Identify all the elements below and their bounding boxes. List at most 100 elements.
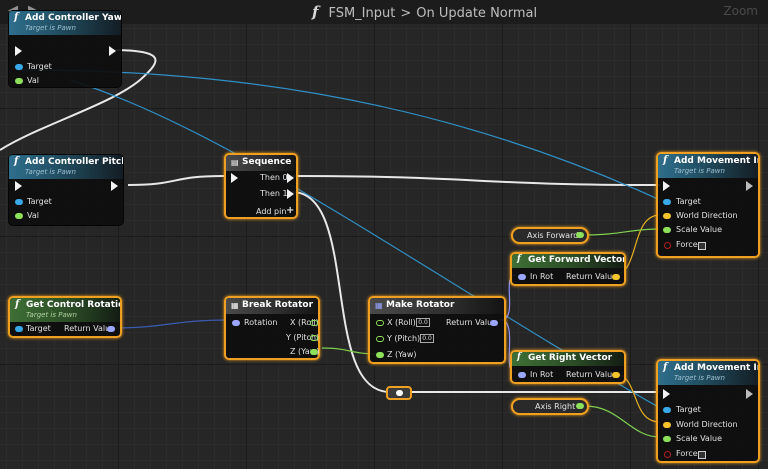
node-header[interactable]: f Get Control Rotation Target is Pawn: [10, 298, 120, 322]
node-get-forward-vector[interactable]: f Get Forward Vector In Rot Return Value: [510, 252, 626, 286]
variable-axis-right[interactable]: Axis Right: [511, 398, 589, 415]
axis-forward-pin[interactable]: [576, 232, 584, 238]
node-add-controller-yaw-input[interactable]: f Add Controller Yaw Input Target is Paw…: [8, 10, 122, 88]
add-pin-icon[interactable]: +: [286, 205, 295, 216]
exec-in-pin[interactable]: [15, 46, 22, 56]
exec-out-pin[interactable]: [746, 389, 753, 399]
node-header[interactable]: f Add Movement Input Target is Pawn: [658, 154, 758, 178]
float-wire: [584, 228, 661, 236]
exec-out-pin[interactable]: [746, 181, 753, 191]
exec-out-pin[interactable]: [111, 181, 118, 191]
target-pin[interactable]: [15, 326, 23, 332]
node-title: Get Right Vector: [528, 353, 613, 363]
exec-out-pin[interactable]: [109, 46, 116, 56]
reroute-pin[interactable]: [396, 390, 403, 396]
node-header[interactable]: f Add Controller Pitch Input Target is P…: [9, 155, 123, 179]
world-direction-pin[interactable]: [663, 213, 671, 219]
zoom-label: Zoom: [723, 4, 758, 18]
pin-label: Return Value: [566, 272, 618, 281]
return-value-pin[interactable]: [107, 326, 115, 332]
add-pin-label[interactable]: Add pin: [256, 207, 287, 216]
then-1-pin[interactable]: [287, 189, 294, 199]
axis-right-pin[interactable]: [576, 403, 584, 409]
in-rot-pin[interactable]: [518, 274, 526, 280]
rotation-pin[interactable]: [232, 320, 240, 326]
node-header[interactable]: f Get Forward Vector: [512, 254, 624, 268]
pin-label: Scale Value: [676, 225, 723, 234]
y-pitch-value[interactable]: 0.0: [420, 334, 434, 343]
node-subtitle: Target is Pawn: [674, 167, 725, 175]
pin-label: In Rot: [530, 272, 554, 281]
target-pin[interactable]: [663, 199, 671, 205]
pin-label: X (Roll): [387, 318, 416, 327]
force-checkbox[interactable]: [698, 242, 706, 250]
node-sequence[interactable]: ▤ Sequence Then 0 Then 1 Add pin +: [224, 153, 298, 219]
sequence-icon: ▤: [231, 157, 239, 167]
val-pin[interactable]: [15, 78, 23, 84]
node-header[interactable]: ▦ Make Rotator: [370, 298, 504, 314]
exec-wire: [291, 175, 661, 186]
function-icon: f: [14, 12, 19, 23]
node-subtitle: Target is Pawn: [25, 168, 76, 176]
scale-value-pin[interactable]: [663, 227, 671, 233]
exec-in-pin[interactable]: [15, 181, 22, 191]
node-title: Add Movement Input: [674, 363, 758, 373]
node-title: Sequence: [242, 157, 292, 167]
exec-in-pin[interactable]: [663, 181, 670, 191]
node-break-rotator[interactable]: ▦ Break Rotator Rotation X (Roll) Y (Pit…: [224, 296, 320, 360]
function-icon: f: [15, 299, 20, 310]
force-pin[interactable]: [664, 451, 671, 458]
world-direction-pin[interactable]: [663, 422, 671, 428]
pin-label: Scale Value: [676, 434, 723, 443]
return-value-pin[interactable]: [612, 372, 620, 378]
exec-in-pin[interactable]: [231, 173, 238, 183]
node-header[interactable]: f Get Right Vector: [512, 352, 624, 366]
return-value-pin[interactable]: [612, 274, 620, 280]
event-name[interactable]: On Update Normal: [416, 6, 538, 21]
x-roll-pin[interactable]: [376, 320, 384, 326]
graph-name[interactable]: FSM_Input: [328, 6, 396, 21]
pin-label: Target: [676, 197, 701, 206]
breadcrumb-separator: >: [400, 6, 412, 21]
function-icon: f: [14, 156, 19, 167]
node-get-right-vector[interactable]: f Get Right Vector In Rot Return Value: [510, 350, 626, 384]
node-subtitle: Target is Pawn: [26, 311, 77, 319]
node-header[interactable]: f Add Controller Yaw Input Target is Paw…: [9, 11, 121, 35]
node-header[interactable]: f Add Movement Input Target is Pawn: [658, 361, 758, 385]
node-make-rotator[interactable]: ▦ Make Rotator X (Roll) 0.0 Return Value…: [368, 296, 506, 364]
in-rot-pin[interactable]: [518, 372, 526, 378]
scale-value-pin[interactable]: [663, 436, 671, 442]
pin-label: Return Value: [64, 324, 116, 333]
then-0-pin[interactable]: [287, 173, 294, 183]
function-icon: f: [663, 362, 668, 373]
target-wire: [69, 79, 661, 409]
target-pin[interactable]: [15, 64, 23, 70]
variable-axis-forward[interactable]: Axis Forward: [511, 227, 589, 244]
z-yaw-pin[interactable]: [310, 349, 318, 355]
target-pin[interactable]: [15, 199, 23, 205]
node-add-movement-input-2[interactable]: f Add Movement Input Target is Pawn Targ…: [656, 359, 760, 463]
pin-label: Then 0: [260, 173, 288, 182]
val-pin[interactable]: [15, 213, 23, 219]
return-value-pin[interactable]: [490, 320, 498, 326]
x-roll-pin[interactable]: [310, 320, 318, 326]
force-pin[interactable]: [664, 242, 671, 249]
node-add-movement-input-1[interactable]: f Add Movement Input Target is Pawn Targ…: [656, 152, 760, 258]
y-pitch-pin[interactable]: [310, 335, 318, 341]
force-checkbox[interactable]: [698, 451, 706, 459]
pin-label: Target: [27, 62, 52, 71]
node-header[interactable]: ▤ Sequence: [226, 155, 296, 171]
node-header[interactable]: ▦ Break Rotator: [226, 298, 318, 314]
target-pin[interactable]: [663, 407, 671, 413]
reroute-node[interactable]: [386, 386, 412, 400]
node-add-controller-pitch-input[interactable]: f Add Controller Pitch Input Target is P…: [8, 154, 124, 226]
y-pitch-pin[interactable]: [376, 336, 384, 342]
pin-label: Force: [676, 449, 698, 458]
pin-label: Return Value: [566, 370, 618, 379]
exec-in-pin[interactable]: [663, 389, 670, 399]
pin-label: Val: [27, 76, 39, 85]
pin-label: World Direction: [676, 211, 738, 220]
node-get-control-rotation[interactable]: f Get Control Rotation Target is Pawn Ta…: [8, 296, 122, 338]
z-yaw-pin[interactable]: [376, 352, 384, 358]
x-roll-value[interactable]: 0.0: [416, 318, 430, 327]
